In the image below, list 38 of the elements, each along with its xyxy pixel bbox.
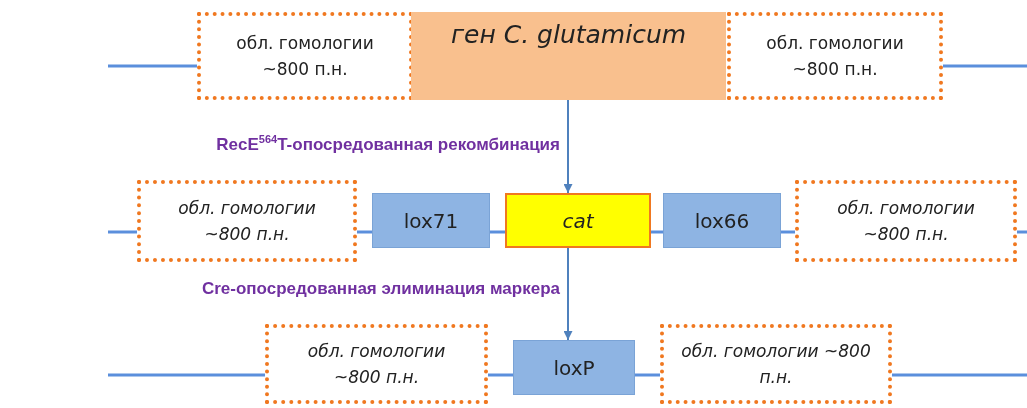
dna-line (108, 230, 137, 234)
dna-line (635, 373, 660, 377)
homology-region-box (795, 180, 1017, 262)
homology-region-box (265, 324, 488, 404)
arrow (563, 247, 573, 341)
dna-line (651, 230, 663, 234)
dna-line (108, 373, 265, 377)
dna-line (943, 64, 1027, 68)
element-label: loxP (553, 355, 595, 380)
dna-line (490, 230, 505, 234)
region-label: обл. гомологии ~800 п.н. (235, 31, 375, 81)
lox-site-box (663, 193, 781, 248)
dna-line (488, 373, 513, 377)
dna-line (357, 230, 372, 234)
homology-region-box (137, 180, 357, 262)
region-label: обл. гомологии ~800 п.н. (836, 196, 976, 246)
edge-label: Cre-опосредованная элиминация маркера (201, 279, 560, 299)
marker-gene-box (505, 193, 651, 248)
lox-site-box (372, 193, 490, 248)
homology-region-box (197, 12, 413, 100)
element-label: cat (562, 208, 594, 233)
element-label: lox71 (403, 208, 459, 233)
homology-region-box (660, 324, 892, 404)
dna-line (892, 373, 1027, 377)
region-label: обл. гомологии ~800 п.н. (306, 339, 447, 389)
homology-region-box (727, 12, 943, 100)
arrow (563, 99, 573, 194)
dna-line (108, 64, 197, 68)
lox-site-box (513, 340, 635, 395)
element-label: lox66 (694, 208, 750, 233)
dna-line (1017, 230, 1027, 234)
region-label: обл. гомологии ~800 п.н. (765, 31, 905, 81)
region-label: обл. гомологии ~800 п.н. (680, 339, 872, 389)
gene-box (411, 12, 726, 100)
element-label: ген C. glutamicum (450, 20, 687, 49)
dna-line (781, 230, 795, 234)
region-label: обл. гомологии ~800 п.н. (177, 196, 317, 246)
edge-label: RecE$^{564}$T-опосредованная рекомбинация (216, 133, 560, 155)
